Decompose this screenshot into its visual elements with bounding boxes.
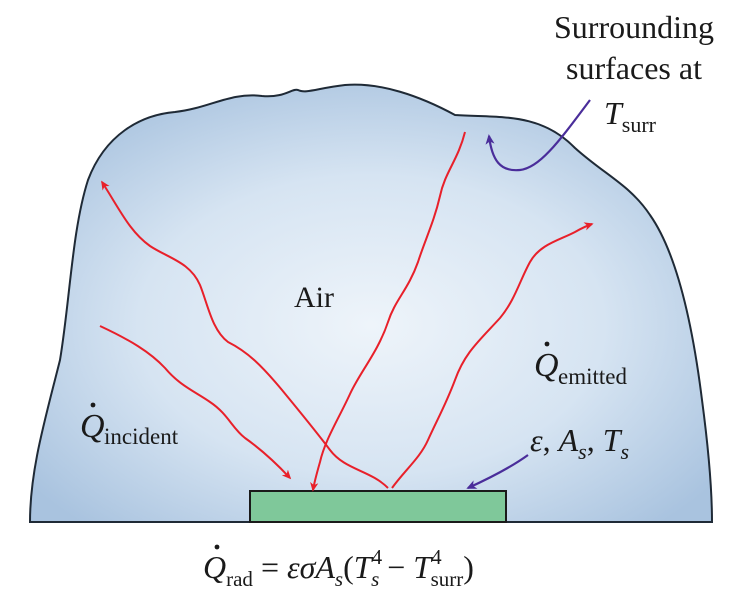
svg-text:incident: incident [104,424,179,449]
incident-arrow-left [99,325,292,480]
air-label: Air [294,281,334,314]
surface-properties-label: ε, As, Ts [530,422,629,464]
incident-arrow-top [310,131,466,492]
q-emitted-label: Q emitted [534,341,627,389]
emitted-arrow-upper-left [101,180,389,489]
t-surr-label: Tsurr [604,95,657,137]
q-incident-label: Q incident [80,402,179,449]
hot-surface [249,490,507,523]
svg-text:Q: Q [80,408,105,445]
enclosure-surroundings [28,83,714,523]
surface-pointer-arrow [466,454,529,490]
emitted-arrow-right [391,222,594,489]
surroundings-label-line2: surfaces at [566,50,702,86]
svg-text:emitted: emitted [558,364,627,389]
q-emitted-dot [544,341,550,347]
q-rad-dot [214,544,220,550]
svg-text:Q: Q [534,347,559,384]
surroundings-pointer-arrow [485,99,591,172]
q-incident-dot [90,402,96,408]
surroundings-label-line1: Surrounding [554,9,714,45]
